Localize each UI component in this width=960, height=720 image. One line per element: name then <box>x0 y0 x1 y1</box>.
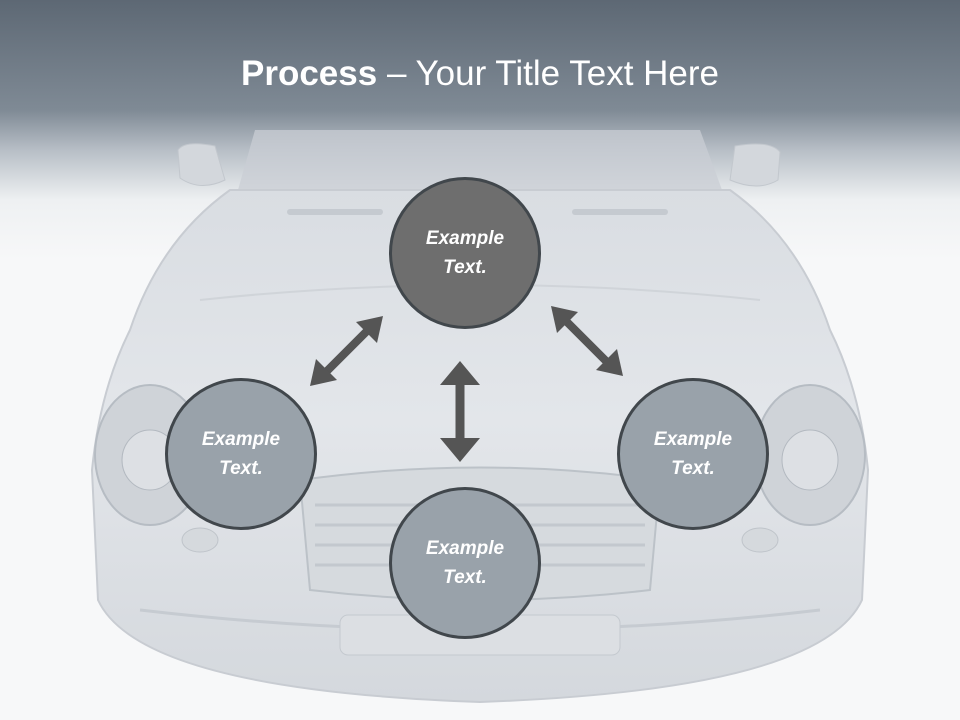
title-bold: Process <box>241 54 378 93</box>
process-step-top-text: Example Text. <box>425 228 505 278</box>
double-arrow-icon <box>551 306 623 376</box>
process-step-right-text: Example Text. <box>653 429 733 479</box>
process-step-bottom-text: Example Text. <box>425 538 505 588</box>
process-step-top: Example Text. <box>389 177 541 329</box>
process-step-left: Example Text. <box>165 378 317 530</box>
double-arrow-icon <box>440 361 480 462</box>
double-arrow-icon <box>310 316 383 386</box>
title-rest: – Your Title Text Here <box>377 54 719 93</box>
process-step-right: Example Text. <box>617 378 769 530</box>
slide-title: Process – Your Title Text Here <box>0 52 960 96</box>
process-step-bottom: Example Text. <box>389 487 541 639</box>
process-step-left-text: Example Text. <box>201 429 281 479</box>
